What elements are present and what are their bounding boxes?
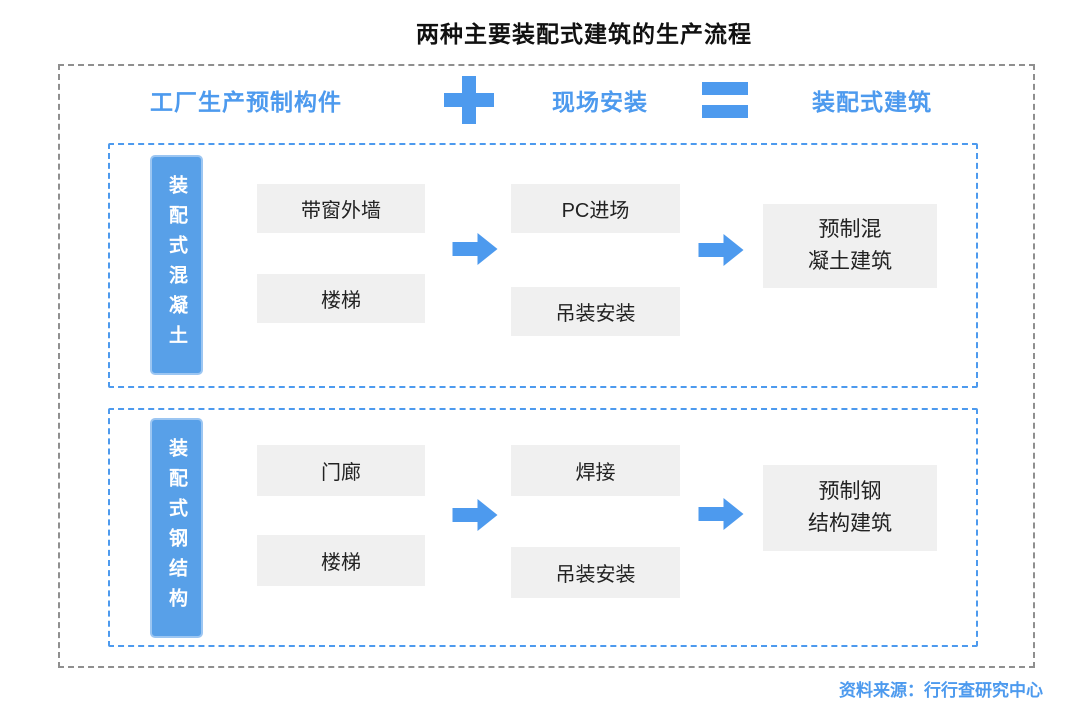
steel-component-porch: 门廊	[257, 445, 425, 496]
section-steel-label: 装配式钢结构	[150, 418, 203, 638]
equals-icon	[702, 82, 748, 118]
arrow-right-icon	[698, 234, 744, 266]
steel-result-box: 预制钢 结构建筑	[763, 465, 937, 551]
steel-step-welding: 焊接	[511, 445, 680, 496]
page-title: 两种主要装配式建筑的生产流程	[416, 21, 752, 47]
steel-component-stairs: 楼梯	[257, 535, 425, 586]
header-factory-label: 工厂生产预制构件	[150, 89, 342, 115]
header-result-label: 装配式建筑	[812, 89, 932, 115]
concrete-component-stairs: 楼梯	[257, 274, 425, 323]
arrow-right-icon	[698, 498, 744, 530]
arrow-right-icon	[452, 233, 498, 265]
arrow-right-icon	[452, 499, 498, 531]
section-concrete-label: 装配式混凝土	[150, 155, 203, 375]
concrete-step-pc-entry: PC进场	[511, 184, 680, 233]
concrete-component-wall: 带窗外墙	[257, 184, 425, 233]
data-source-note: 资料来源：行行查研究中心	[839, 681, 1043, 700]
outer-dashed-frame	[58, 64, 1035, 668]
concrete-step-hoisting: 吊装安装	[511, 287, 680, 336]
plus-icon	[444, 76, 494, 124]
concrete-result-box: 预制混 凝土建筑	[763, 204, 937, 288]
steel-step-hoisting: 吊装安装	[511, 547, 680, 598]
header-site-label: 现场安装	[552, 89, 648, 115]
